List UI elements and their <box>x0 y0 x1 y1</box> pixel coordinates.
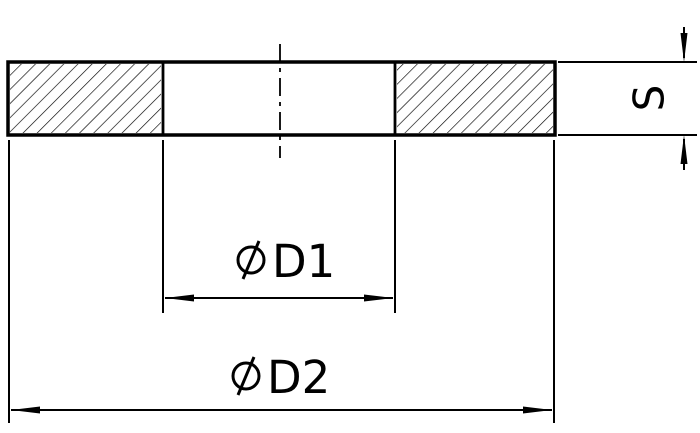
washer-outline <box>6 60 557 137</box>
left-hatch-section <box>10 64 161 133</box>
diameter-symbol-d2 <box>231 356 261 396</box>
d1-label-text: D1 <box>272 235 335 288</box>
d1-dimension <box>162 140 396 313</box>
d1-arrow-right <box>364 294 393 302</box>
s-arrow-bottom <box>680 135 688 164</box>
d2-label: D2 <box>231 351 330 404</box>
d2-dimension <box>8 140 555 423</box>
diameter-symbol-d1 <box>236 240 266 280</box>
d1-arrow-left <box>165 294 194 302</box>
s-arrow-top <box>680 33 688 62</box>
d2-arrow-right <box>523 406 552 414</box>
right-hatch-section <box>397 64 553 133</box>
s-dimension <box>558 27 697 170</box>
d2-arrow-left <box>11 406 40 414</box>
d2-label-text: D2 <box>267 351 330 404</box>
d1-label: D1 <box>236 235 335 288</box>
washer-body-outline <box>6 60 557 137</box>
s-label-text: S <box>625 85 674 112</box>
